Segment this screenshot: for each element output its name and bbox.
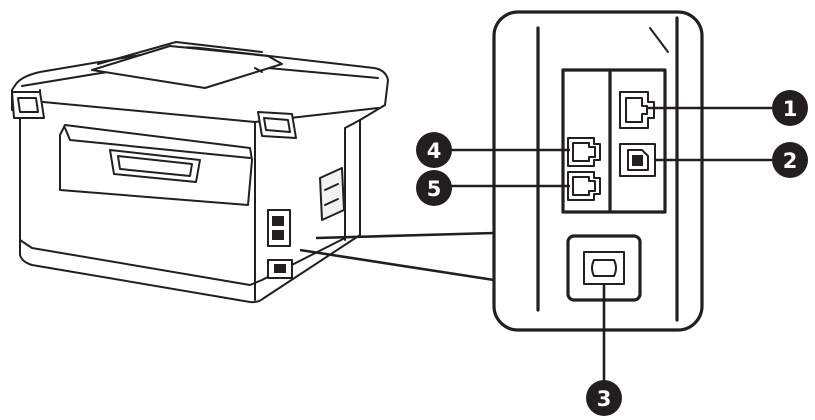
zoom-frame	[492, 10, 704, 332]
callout-2-circle	[772, 142, 808, 178]
zoom-leaders	[299, 231, 495, 282]
side-port-top	[272, 216, 284, 226]
line-port	[567, 137, 601, 167]
rear-handle-grip	[117, 155, 193, 177]
callout-2: 2	[772, 142, 808, 178]
callout-1-label: 1	[783, 97, 798, 121]
zoom-panel-lines	[536, 16, 679, 322]
zoom-leader-top	[315, 231, 495, 240]
ext-port-inner	[572, 176, 596, 196]
lan-port-inner	[625, 97, 648, 123]
side-connector	[324, 183, 339, 206]
port-housing	[561, 68, 667, 214]
callout-4-label: 4	[427, 139, 442, 163]
callout-3-circle	[586, 380, 622, 416]
side-ports-stack	[267, 209, 291, 247]
lan-port	[619, 91, 655, 129]
side-power-inlet-hole	[274, 264, 286, 273]
left-hinge	[11, 91, 45, 119]
printer-body	[11, 41, 389, 304]
callout-4: 4	[416, 132, 452, 168]
rear-slot	[64, 127, 251, 159]
right-hinge-inner	[263, 117, 291, 133]
callout-3-label: 3	[597, 387, 612, 411]
callout-1: 1	[772, 90, 808, 126]
zoom-diagonal	[649, 27, 669, 53]
callout-5-label: 5	[427, 177, 442, 201]
ac-inlet-plug-shape	[591, 259, 617, 277]
callout-1-circle	[772, 90, 808, 126]
callout-2-label: 2	[783, 149, 798, 173]
line-port-inner	[572, 142, 596, 162]
callout-5: 5	[416, 170, 452, 206]
usb-port-tongue	[632, 155, 643, 166]
zoom-leader-bottom	[299, 248, 495, 282]
callout-leaders	[450, 106, 772, 382]
ext-port	[567, 171, 601, 201]
adf-tray	[91, 45, 283, 89]
left-hinge-inner	[17, 97, 39, 113]
side-port-bottom	[272, 230, 284, 240]
right-hinge	[257, 111, 297, 139]
adf-guide	[254, 67, 263, 73]
callout-5-circle	[416, 170, 452, 206]
body-side-edge	[254, 119, 361, 301]
side-port-panel	[319, 167, 345, 221]
adf-tray-lip	[97, 41, 263, 65]
callout-4-circle	[416, 132, 452, 168]
zoom-panel	[492, 10, 704, 332]
callout-3: 3	[586, 380, 622, 416]
